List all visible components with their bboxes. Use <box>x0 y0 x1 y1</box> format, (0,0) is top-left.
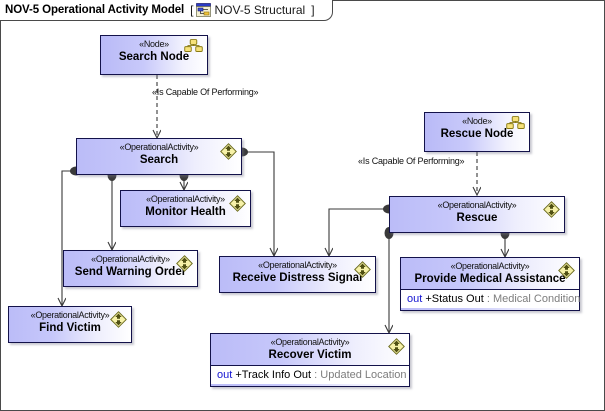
property-name: +Status Out <box>425 293 484 305</box>
activity-search-head: «OperationalActivity» Search <box>77 139 241 170</box>
activity-rescue-head: «OperationalActivity» Rescue <box>390 197 564 228</box>
activity-rescue-stereotype: «OperationalActivity» <box>437 200 517 210</box>
property-direction: out <box>407 293 423 305</box>
edge-rescue-to-receive-distress-signal <box>329 204 395 256</box>
bracket-open: [ <box>190 3 194 17</box>
activity-provide-medical-assistance-stereotype: «OperationalActivity» <box>450 261 530 271</box>
activity-search-name: Search <box>139 154 179 166</box>
activity-icon <box>388 338 405 355</box>
activity-recover-victim-property: out +Track Info Out : Updated Location <box>211 365 409 384</box>
activity-find-victim[interactable]: «OperationalActivity» Find Victim <box>8 306 132 343</box>
activity-icon <box>558 262 575 279</box>
activity-provide-medical-assistance-head: «OperationalActivity» Provide Medical As… <box>401 258 579 289</box>
property-separator: : <box>486 293 490 305</box>
node-search-node-head: «Node» Search Node <box>101 36 207 67</box>
edge-search-to-send-warning-order <box>107 169 117 249</box>
activity-recover-victim-stereotype: «OperationalActivity» <box>270 337 350 347</box>
activity-send-warning-order-name: Send Warning Order <box>74 266 187 278</box>
activity-rescue-name: Rescue <box>456 212 498 224</box>
activity-icon <box>220 143 237 160</box>
activity-icon <box>110 311 127 328</box>
node-search-node-stereotype: «Node» <box>139 39 169 49</box>
activity-monitor-health[interactable]: «OperationalActivity» Monitor Health <box>120 190 251 227</box>
property-separator: : <box>314 369 318 381</box>
node-icon <box>184 39 203 52</box>
activity-find-victim-head: «OperationalActivity» Find Victim <box>9 307 131 338</box>
property-name: +Track Info Out <box>235 369 312 381</box>
node-search-node-name: Search Node <box>118 51 190 63</box>
activity-icon <box>176 255 193 272</box>
property-type: Medical Condition <box>492 293 581 305</box>
frame-subtitle: NOV-5 Structural <box>214 3 306 17</box>
activity-find-victim-name: Find Victim <box>39 322 101 334</box>
node-icon <box>506 116 525 129</box>
diagram-icon <box>196 3 212 17</box>
activity-find-victim-stereotype: «OperationalActivity» <box>30 310 110 320</box>
property-type: Updated Location <box>320 369 407 381</box>
activity-receive-distress-signal-head: «OperationalActivity» Receive Distress S… <box>220 257 375 288</box>
edge-label-rescue-capable: «Is Capable Of Performing» <box>358 156 465 166</box>
diagram-frame-header: NOV-5 Operational Activity Model [ NOV-5… <box>0 0 333 21</box>
activity-receive-distress-signal[interactable]: «OperationalActivity» Receive Distress S… <box>219 256 376 293</box>
activity-provide-medical-assistance-property: out +Status Out : Medical Condition <box>401 289 581 308</box>
node-rescue-node-head: «Node» Rescue Node <box>425 113 529 144</box>
activity-icon <box>543 201 560 218</box>
activity-send-warning-order[interactable]: «OperationalActivity» Send Warning Order <box>63 250 198 287</box>
activity-rescue[interactable]: «OperationalActivity» Rescue <box>389 196 565 233</box>
activity-monitor-health-stereotype: «OperationalActivity» <box>146 194 225 204</box>
node-rescue-node-stereotype: «Node» <box>462 116 492 126</box>
edge-label-search-capable: «Is Capable Of Performing» <box>152 87 259 97</box>
node-rescue-node[interactable]: «Node» Rescue Node <box>424 112 530 152</box>
activity-recover-victim[interactable]: «OperationalActivity» Recover Victim out… <box>210 333 410 387</box>
activity-search-stereotype: «OperationalActivity» <box>119 142 199 152</box>
node-search-node[interactable]: «Node» Search Node <box>100 35 208 75</box>
activity-provide-medical-assistance-name: Provide Medical Assistance <box>414 273 566 285</box>
node-rescue-node-name: Rescue Node <box>440 128 514 140</box>
page-title: NOV-5 Operational Activity Model <box>5 4 185 16</box>
activity-monitor-health-name: Monitor Health <box>145 206 226 218</box>
property-direction: out <box>217 369 233 381</box>
bracket-close: ] <box>311 3 315 17</box>
activity-search[interactable]: «OperationalActivity» Search <box>76 138 242 175</box>
activity-icon <box>229 195 246 212</box>
edge-rescue-to-recover-victim <box>384 227 394 332</box>
activity-monitor-health-head: «OperationalActivity» Monitor Health <box>121 191 250 222</box>
activity-provide-medical-assistance[interactable]: «OperationalActivity» Provide Medical As… <box>400 257 580 311</box>
activity-send-warning-order-head: «OperationalActivity» Send Warning Order <box>64 251 197 282</box>
activity-receive-distress-signal-stereotype: «OperationalActivity» <box>258 260 337 270</box>
activity-recover-victim-head: «OperationalActivity» Recover Victim <box>211 334 409 365</box>
activity-receive-distress-signal-name: Receive Distress Signal <box>232 272 363 284</box>
activity-icon <box>354 261 371 278</box>
activity-recover-victim-name: Recover Victim <box>268 349 352 361</box>
activity-send-warning-order-stereotype: «OperationalActivity» <box>91 254 170 264</box>
